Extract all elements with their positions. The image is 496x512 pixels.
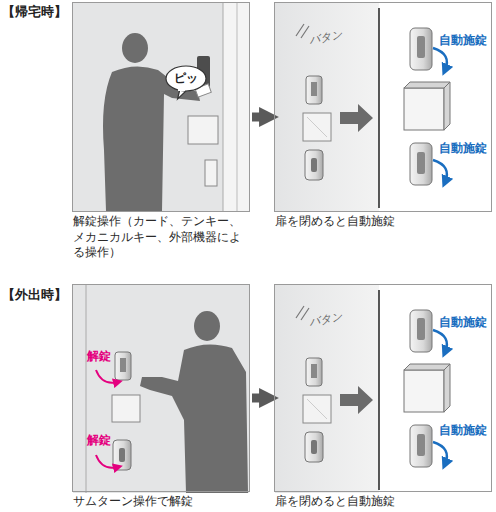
caption: 扉を閉めると自動施錠	[275, 494, 493, 510]
section-heading: 【外出時】	[2, 286, 67, 304]
sound-label: バタン	[308, 28, 343, 48]
scene-panel: 扉を閉めると自動施錠バタン自動施錠自動施錠	[274, 2, 492, 212]
sound-label: バタン	[308, 310, 343, 330]
flow-arrow	[252, 394, 265, 403]
caption: サムターン操作で解錠	[73, 494, 251, 510]
scene-panel: 解錠操作（カード、テンキー、メカニカルキー、外部機器による操作）ピッ	[72, 2, 250, 212]
caption: 扉を閉めると自動施錠	[275, 214, 493, 230]
scene-panel: サムターン操作で解錠解錠解錠	[72, 284, 250, 492]
status-label: 自動施錠	[439, 141, 487, 156]
action-label: 解錠	[87, 433, 111, 448]
caption: 解錠操作（カード、テンキー、メカニカルキー、外部機器による操作）	[73, 214, 251, 261]
status-label: 自動施錠	[439, 33, 487, 48]
section-heading: 【帰宅時】	[2, 3, 67, 21]
sound-label: ピッ	[174, 71, 198, 86]
bubble-gap	[178, 87, 185, 91]
flow-arrow	[252, 113, 265, 122]
action-label: 解錠	[87, 349, 111, 364]
status-label: 自動施錠	[439, 315, 487, 330]
scene-panel: 扉を閉めると自動施錠バタン自動施錠自動施錠	[274, 284, 492, 492]
bubble-outline	[166, 66, 206, 91]
status-label: 自動施錠	[439, 423, 487, 438]
speech-bubble: ピッ	[165, 65, 207, 92]
